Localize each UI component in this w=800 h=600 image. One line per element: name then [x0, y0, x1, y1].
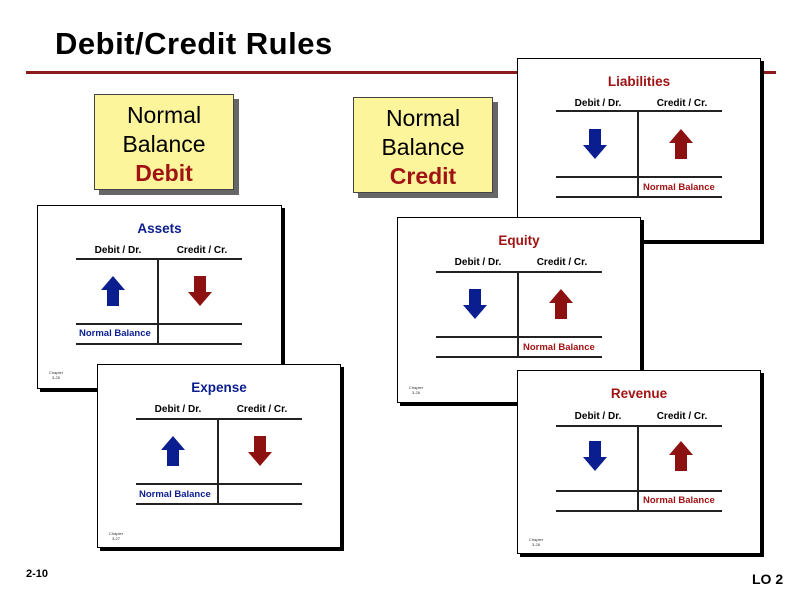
normal-debit-line3: Debit [135, 160, 193, 186]
up-arrow-icon [669, 441, 693, 471]
down-arrow-icon [583, 129, 607, 159]
expense-card: Expense Debit / Dr. Credit / Cr. Normal … [97, 364, 341, 548]
card-title-equity: Equity [498, 233, 540, 248]
credit-header: Credit / Cr. [236, 404, 288, 415]
credit-header: Credit / Cr. [536, 257, 588, 268]
normal-credit-line3: Credit [389, 163, 457, 189]
t-account-balance-line [136, 483, 302, 485]
debit-header: Debit / Dr. [574, 98, 622, 109]
down-arrow-icon [463, 289, 487, 319]
card-title-assets: Assets [137, 221, 182, 236]
credit-header: Credit / Cr. [656, 98, 708, 109]
up-arrow-icon [101, 276, 125, 306]
card-title-expense: Expense [191, 380, 247, 395]
debit-header: Debit / Dr. [154, 404, 202, 415]
t-account-top-line [76, 258, 242, 260]
chapter-label: Chapter 3-27 [108, 531, 124, 541]
t-account-balance-line [556, 176, 722, 178]
up-arrow-icon [669, 129, 693, 159]
t-account-divider [157, 258, 159, 344]
normal-balance-label: Normal Balance [643, 495, 715, 506]
card-title-liabilities: Liabilities [607, 74, 671, 89]
normal-balance-label: Normal Balance [643, 182, 715, 193]
t-account-top-line [556, 110, 722, 112]
up-arrow-icon [161, 436, 185, 466]
t-account-balance-line [436, 336, 602, 338]
credit-header: Credit / Cr. [656, 411, 708, 422]
learning-objective-label: LO 2 [752, 571, 784, 587]
normal-debit-line2: Balance [122, 131, 206, 157]
normal-balance-debit-box: Normal Balance Debit [94, 94, 234, 190]
t-account-divider [637, 425, 639, 511]
t-account-divider [517, 271, 519, 357]
page-number: 2-10 [26, 568, 49, 580]
normal-balance-label: Normal Balance [79, 328, 151, 339]
debit-header: Debit / Dr. [94, 245, 142, 256]
liabilities-card: Liabilities Debit / Dr. Credit / Cr. Nor… [517, 58, 761, 241]
t-account-divider [637, 110, 639, 196]
down-arrow-icon [583, 441, 607, 471]
t-account-divider [217, 418, 219, 504]
down-arrow-icon [248, 436, 272, 466]
t-account-bottom-line [556, 196, 722, 198]
credit-header: Credit / Cr. [176, 245, 228, 256]
chapter-label: Chapter 3-28 [528, 537, 544, 547]
chapter-label: Chapter 3-26 [408, 385, 424, 395]
assets-card: Assets Debit / Dr. Credit / Cr. Normal B… [37, 205, 282, 389]
normal-credit-line2: Balance [381, 134, 465, 160]
title-divider [26, 71, 776, 74]
page-title: Debit/Credit Rules [55, 26, 333, 61]
t-account-top-line [436, 271, 602, 273]
up-arrow-icon [549, 289, 573, 319]
debit-header: Debit / Dr. [574, 411, 622, 422]
t-account-bottom-line [556, 510, 722, 512]
t-account-balance-line [556, 490, 722, 492]
t-account-bottom-line [436, 356, 602, 358]
t-account-top-line [556, 425, 722, 427]
chapter-label: Chapter 3-25 [48, 370, 64, 380]
normal-balance-label: Normal Balance [139, 489, 211, 500]
t-account-top-line [136, 418, 302, 420]
t-account-bottom-line [76, 343, 242, 345]
t-account-balance-line [76, 323, 242, 325]
normal-credit-line1: Normal [385, 105, 461, 131]
card-title-revenue: Revenue [610, 386, 668, 401]
normal-debit-line1: Normal [126, 102, 202, 128]
debit-header: Debit / Dr. [454, 257, 502, 268]
t-account-bottom-line [136, 503, 302, 505]
normal-balance-label: Normal Balance [523, 342, 595, 353]
revenue-card: Revenue Debit / Dr. Credit / Cr. Normal … [517, 370, 761, 554]
down-arrow-icon [188, 276, 212, 306]
normal-balance-credit-box: Normal Balance Credit [353, 97, 493, 193]
